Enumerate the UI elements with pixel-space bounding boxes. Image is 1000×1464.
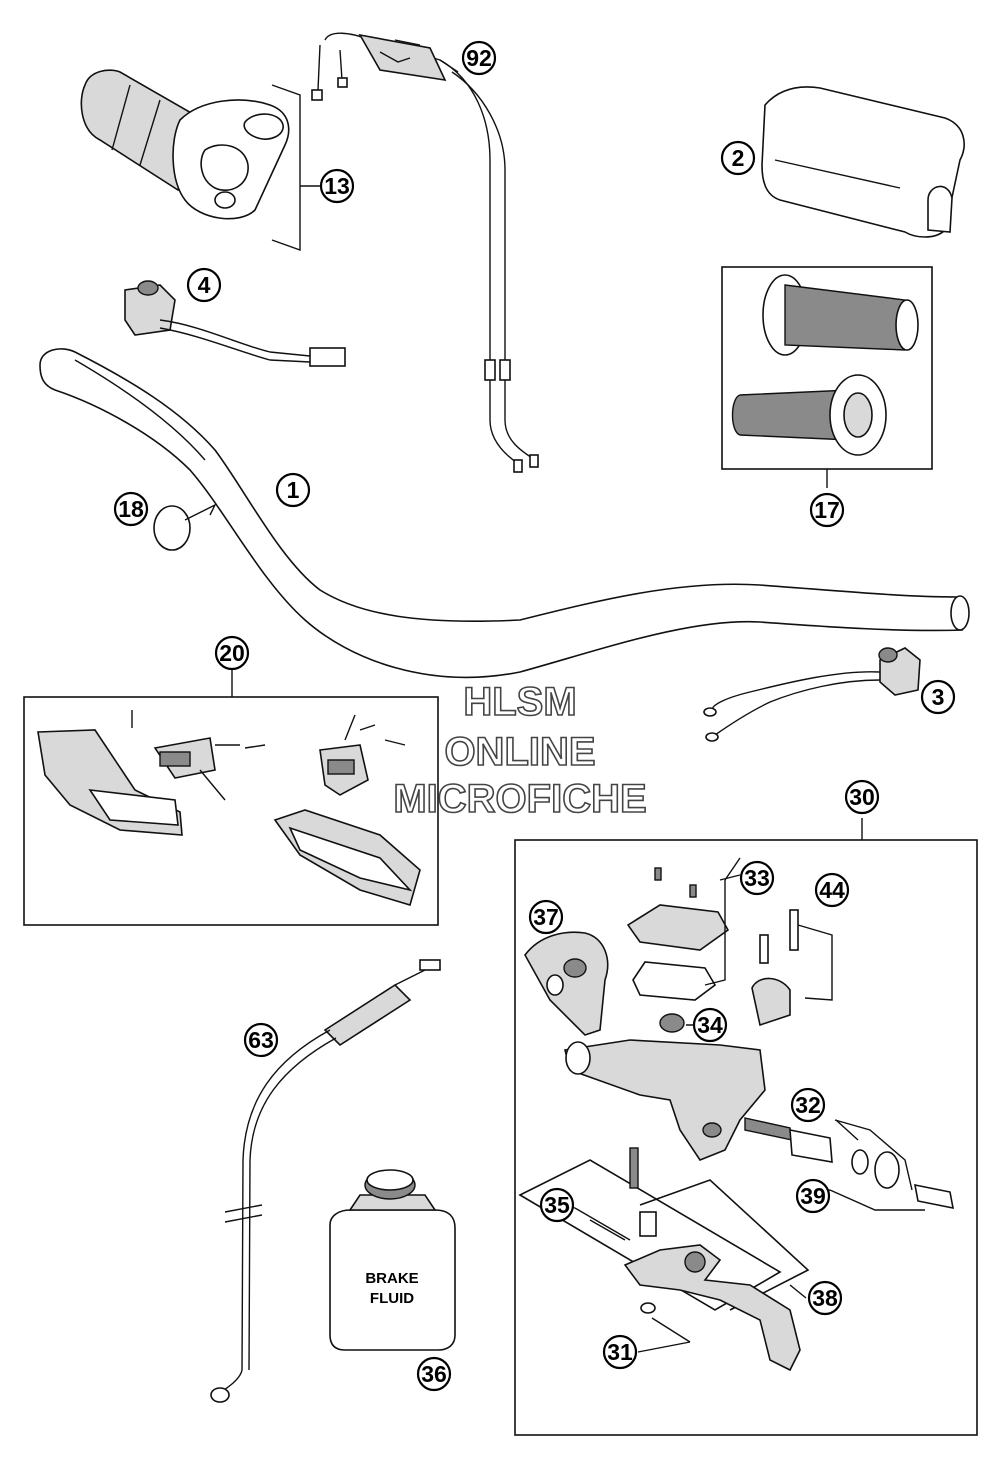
svg-text:1: 1 xyxy=(287,477,300,503)
svg-text:32: 32 xyxy=(795,1092,821,1118)
svg-text:63: 63 xyxy=(248,1027,274,1053)
svg-text:92: 92 xyxy=(466,45,492,71)
callout-18[interactable]: 18 xyxy=(113,491,149,527)
watermark-line3: MICROFICHE xyxy=(393,777,646,821)
cable-tie[interactable] xyxy=(153,503,217,551)
throttle-grip-assembly[interactable] xyxy=(80,69,301,251)
start-switch[interactable] xyxy=(703,647,921,742)
brake-label: BRAKE xyxy=(365,1270,418,1287)
callout-36[interactable]: 36 xyxy=(416,1356,452,1392)
svg-text:34: 34 xyxy=(697,1012,723,1038)
handlebar-pad[interactable] xyxy=(761,86,965,238)
svg-text:33: 33 xyxy=(744,865,770,891)
callout-30[interactable]: 30 xyxy=(844,779,880,815)
watermark-line2: ONLINE xyxy=(444,730,595,774)
callout-31[interactable]: 31 xyxy=(602,1334,638,1370)
svg-text:17: 17 xyxy=(814,497,840,523)
svg-text:18: 18 xyxy=(118,496,144,522)
svg-text:35: 35 xyxy=(544,1192,570,1218)
callout-33[interactable]: 33 xyxy=(739,860,775,896)
svg-text:37: 37 xyxy=(533,904,559,930)
svg-text:3: 3 xyxy=(932,684,945,710)
brake-line[interactable] xyxy=(210,959,441,1403)
svg-text:39: 39 xyxy=(800,1183,826,1209)
svg-text:4: 4 xyxy=(198,272,211,298)
callout-38[interactable]: 38 xyxy=(807,1280,843,1316)
callout-37[interactable]: 37 xyxy=(528,899,564,935)
watermark-line1: HLSM xyxy=(463,680,576,724)
callout-17[interactable]: 17 xyxy=(809,492,845,528)
callout-34[interactable]: 34 xyxy=(692,1007,728,1043)
master-cylinder-assembly[interactable] xyxy=(514,818,978,1436)
callout-2[interactable]: 2 xyxy=(720,140,756,176)
svg-text:13: 13 xyxy=(324,173,350,199)
svg-text:2: 2 xyxy=(732,145,745,171)
throttle-cables[interactable] xyxy=(311,32,539,473)
svg-text:31: 31 xyxy=(607,1339,633,1365)
kill-switch[interactable] xyxy=(124,280,346,367)
callout-63[interactable]: 63 xyxy=(243,1022,279,1058)
svg-text:38: 38 xyxy=(812,1285,838,1311)
svg-text:44: 44 xyxy=(819,877,845,903)
callout-4[interactable]: 4 xyxy=(186,267,222,303)
svg-text:30: 30 xyxy=(849,784,875,810)
callout-44[interactable]: 44 xyxy=(814,872,850,908)
svg-text:20: 20 xyxy=(219,640,245,666)
fluid-label: FLUID xyxy=(370,1290,414,1307)
callout-13[interactable]: 13 xyxy=(319,168,355,204)
watermark: HLSM ONLINE MICROFICHE xyxy=(393,679,648,822)
svg-text:36: 36 xyxy=(421,1361,447,1387)
brake-fluid-can[interactable]: BRAKE FLUID xyxy=(329,1169,456,1351)
callout-1[interactable]: 1 xyxy=(275,472,311,508)
callout-39[interactable]: 39 xyxy=(795,1178,831,1214)
handlebar[interactable] xyxy=(39,348,970,679)
callout-92[interactable]: 92 xyxy=(461,40,497,76)
grips-set[interactable] xyxy=(721,266,933,488)
callout-20[interactable]: 20 xyxy=(214,635,250,671)
callout-32[interactable]: 32 xyxy=(790,1087,826,1123)
callout-3[interactable]: 3 xyxy=(920,679,956,715)
callout-35[interactable]: 35 xyxy=(539,1187,575,1223)
handguard-kit[interactable] xyxy=(23,669,439,926)
